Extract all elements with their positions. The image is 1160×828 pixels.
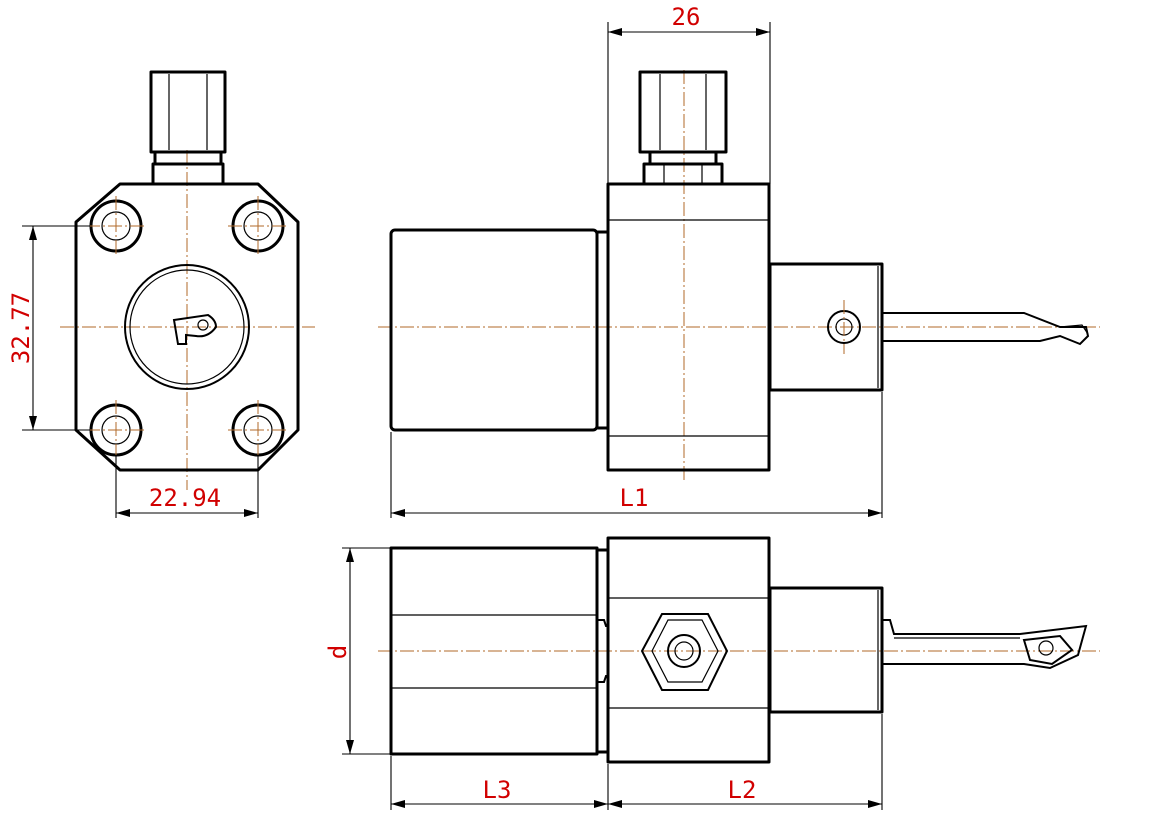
top-head (768, 586, 884, 714)
side-boring-bar (882, 312, 1090, 346)
label-26: 26 (672, 3, 701, 31)
side-view: 26 L1 (378, 3, 1100, 518)
dim-overall-length (390, 392, 883, 518)
top-view: d L3 L2 (324, 536, 1100, 810)
dim-top-width (607, 22, 771, 184)
label-d: d (324, 645, 352, 659)
top-boring-bar (882, 619, 1088, 670)
dim-diameter (342, 547, 391, 755)
top-block (606, 536, 771, 764)
label-l1: L1 (620, 484, 649, 512)
front-view: 32.77 22.94 (7, 70, 315, 518)
side-head (768, 262, 884, 392)
dim-width-bolt-spacing (115, 455, 259, 518)
label-l2: L2 (728, 776, 757, 804)
side-shank (389, 228, 599, 432)
side-fitting (638, 70, 728, 186)
label-l3: L3 (483, 776, 512, 804)
dim-height-bolt-spacing (22, 225, 90, 431)
front-fitting (149, 70, 227, 186)
top-hex-nut (640, 613, 729, 691)
front-center-bore (124, 264, 250, 390)
dim-shank-head-length (390, 714, 883, 810)
label-22-94: 22.94 (149, 484, 221, 512)
label-32-77: 32.77 (7, 292, 35, 364)
